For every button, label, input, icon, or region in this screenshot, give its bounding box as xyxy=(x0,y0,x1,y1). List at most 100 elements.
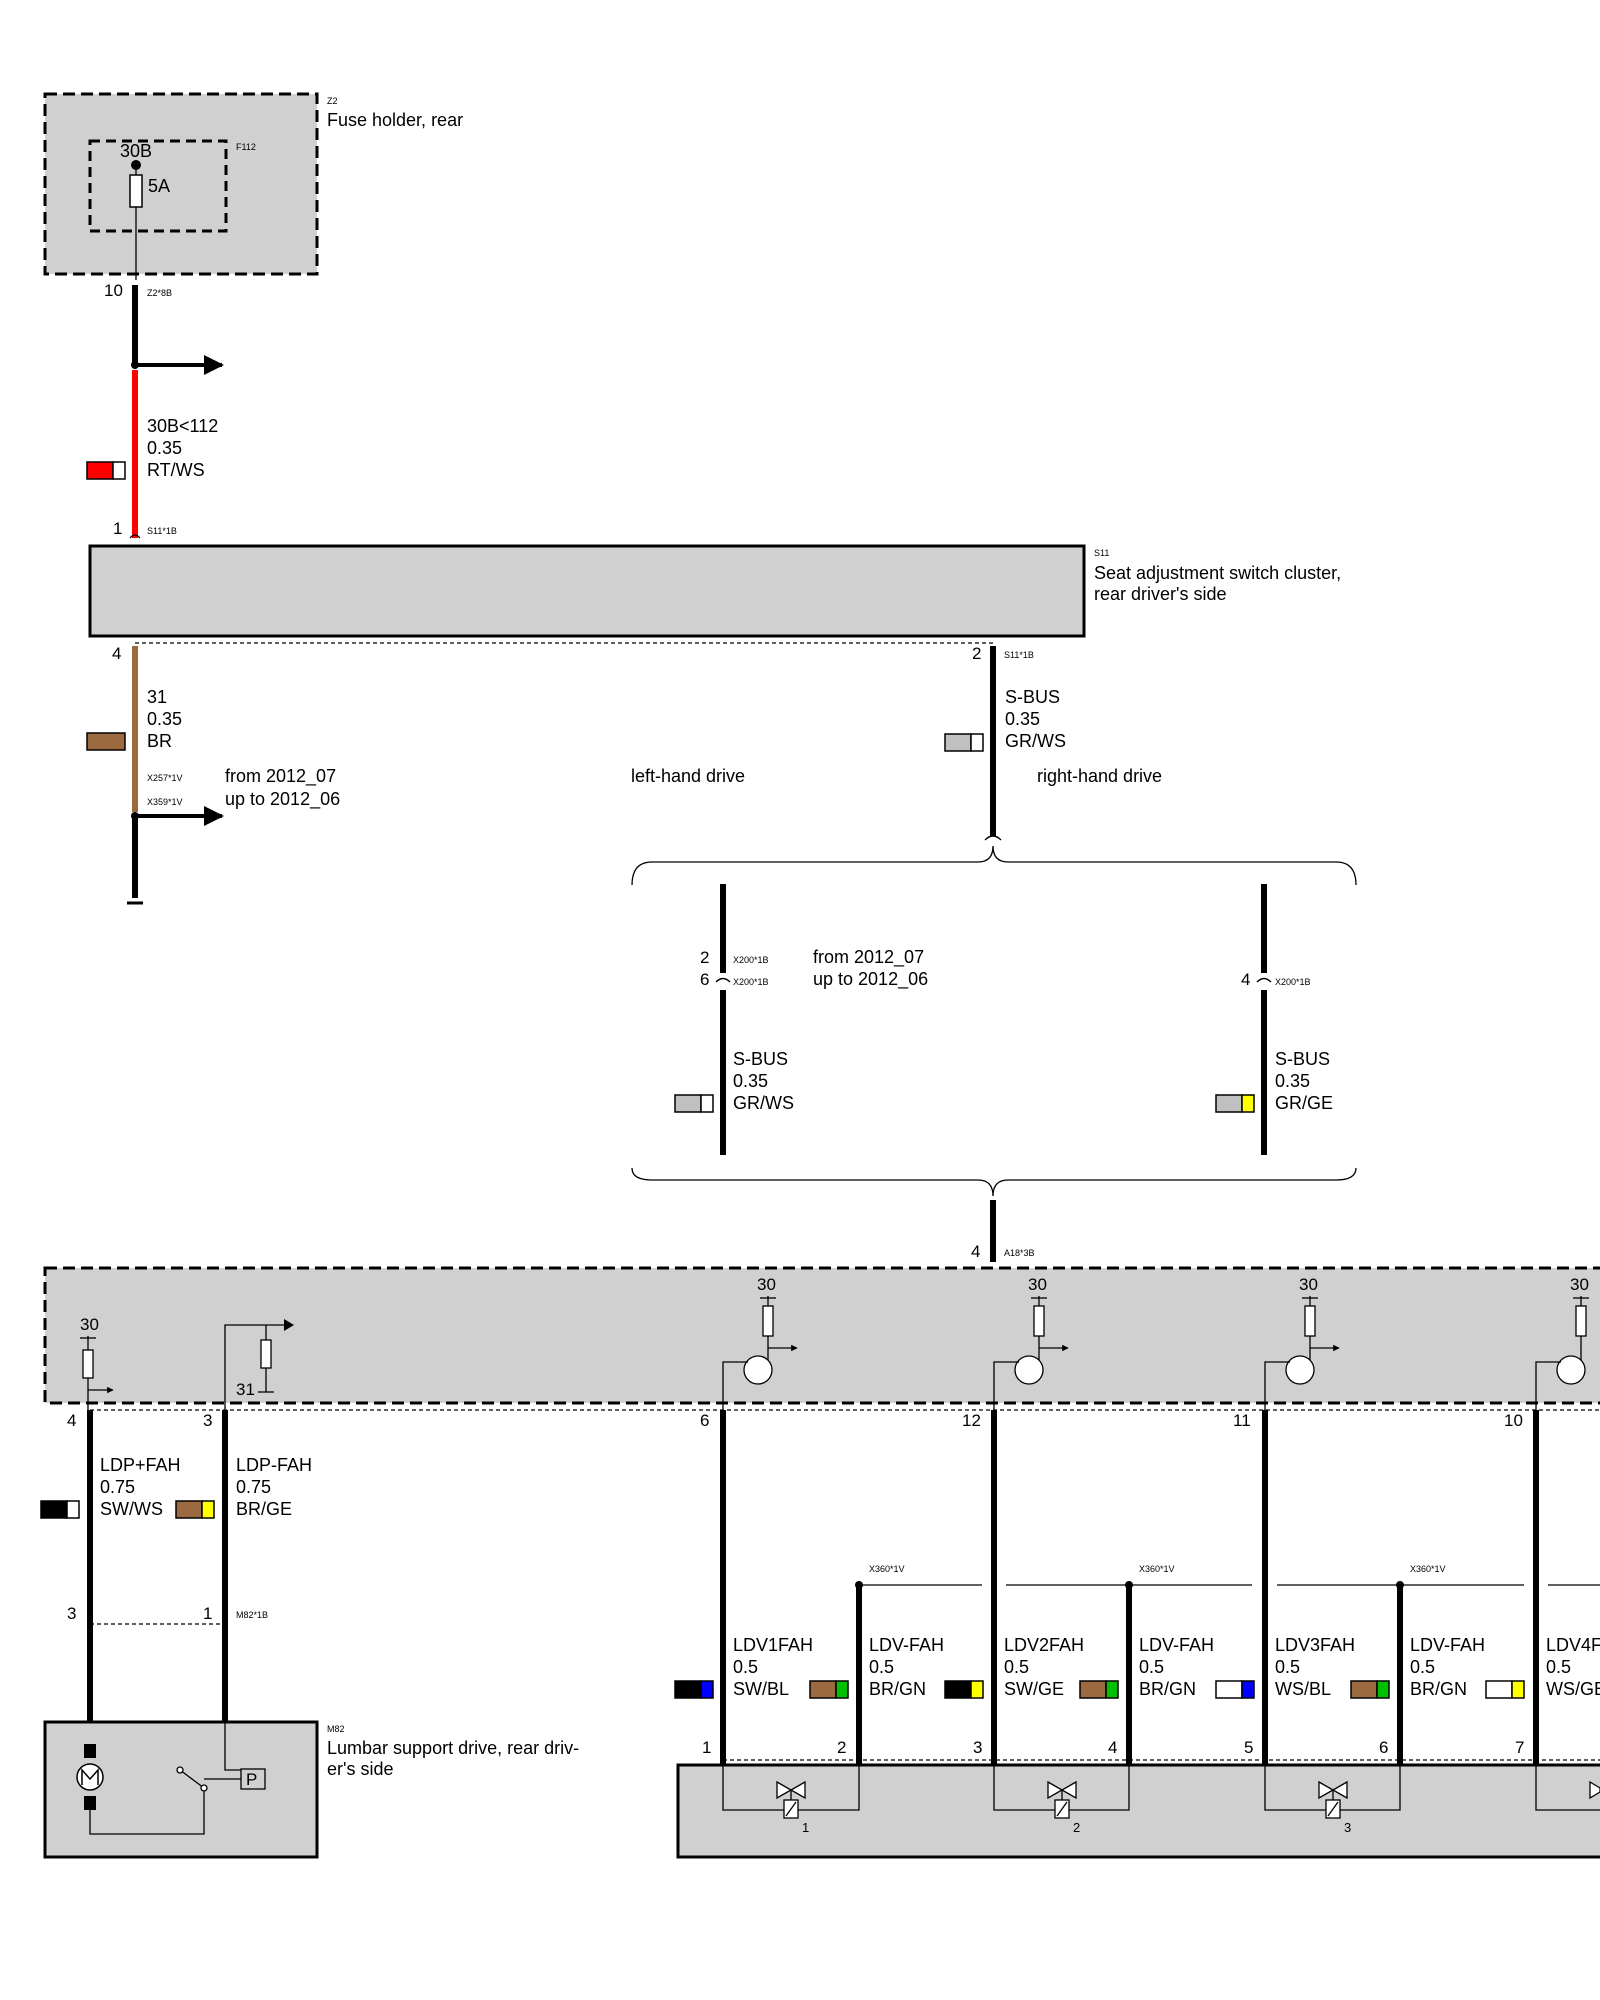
lhd-pin-a: 2 xyxy=(700,948,709,967)
m82-pin-1: 1 xyxy=(203,1604,212,1623)
transistor-icon xyxy=(1285,1355,1315,1385)
valve-pin-4: 4 xyxy=(1108,1738,1117,1757)
s11-name-line2: rear driver's side xyxy=(1094,584,1226,604)
ldp-plus-signal: LDP+FAH xyxy=(100,1455,181,1475)
valve-wire-label-5: LDV3FAH 0.5 WS/BL xyxy=(1215,1635,1355,1699)
lhd-signal: S-BUS xyxy=(733,1049,788,1069)
svg-text:0.5: 0.5 xyxy=(1004,1657,1029,1677)
rhd-pin: 4 xyxy=(1241,970,1250,989)
z2-pin: 10 xyxy=(104,281,123,300)
svg-text:LDV3FAH: LDV3FAH xyxy=(1275,1635,1355,1655)
wire-31-size: 0.35 xyxy=(147,709,182,729)
valve-pin-2: 2 xyxy=(837,1738,846,1757)
wire-31-color: BR xyxy=(147,731,172,751)
wire-31-ref1: X257*1V xyxy=(147,773,183,783)
label-left-hand-drive: left-hand drive xyxy=(631,766,745,786)
valve-block-box xyxy=(676,1763,1600,1859)
wire-30b-color: RT/WS xyxy=(147,460,205,480)
valve-wire-label-6: LDV-FAH 0.5 BR/GN xyxy=(1350,1635,1485,1699)
m82-name-line2: er's side xyxy=(327,1759,393,1779)
f112-fuse-box xyxy=(88,139,228,233)
lhd-pin-b-ref: X200*1B xyxy=(733,977,769,987)
transistor-group-3: 30 xyxy=(1264,1275,1340,1410)
fuse-icon xyxy=(129,165,143,280)
m82-pin-3: 3 xyxy=(67,1604,76,1623)
z2-name: Fuse holder, rear xyxy=(327,110,463,130)
wire-31-date1: from 2012_07 xyxy=(225,766,336,787)
a18-ground-label: 31 xyxy=(236,1380,255,1399)
transistor-group-4: 30 xyxy=(1535,1275,1589,1410)
lhd-color: GR/WS xyxy=(733,1093,794,1113)
resistor-icon xyxy=(80,1336,114,1410)
a18-pin-11: 11 xyxy=(1233,1411,1251,1430)
transistor-group-2: 30 xyxy=(993,1275,1069,1410)
a18-pin-10: 10 xyxy=(1504,1411,1523,1430)
valve-wire-label-7: LDV4FAH 0.5 WS/GE xyxy=(1485,1635,1600,1699)
f112-terminal: 30B xyxy=(120,141,152,161)
wire-30b-signal: 30B<112 xyxy=(147,416,218,436)
valve-pin-3: 3 xyxy=(973,1738,982,1757)
transistor-icon xyxy=(1014,1355,1044,1385)
svg-text:0.5: 0.5 xyxy=(733,1657,758,1677)
svg-text:0.5: 0.5 xyxy=(1410,1657,1435,1677)
rhd-signal: S-BUS xyxy=(1275,1049,1330,1069)
svg-text:30: 30 xyxy=(1570,1275,1589,1294)
wire-31-date2: up to 2012_06 xyxy=(225,789,340,810)
valve-wire-label-1: LDV1FAH 0.5 SW/BL xyxy=(674,1635,813,1699)
color-swatch-br xyxy=(86,732,126,751)
color-swatch-rt-ws xyxy=(86,461,126,480)
z2-pin-ref: Z2*8B xyxy=(147,288,172,298)
valve-wire-label-2: LDV-FAH 0.5 BR/GN xyxy=(809,1635,944,1699)
valve-wire-label-3: LDV2FAH 0.5 SW/GE xyxy=(944,1635,1084,1699)
ldp-minus-color: BR/GE xyxy=(236,1499,292,1519)
svg-text:0.5: 0.5 xyxy=(869,1657,894,1677)
color-swatch-br-ge xyxy=(175,1500,215,1519)
wire-31-signal: 31 xyxy=(147,687,167,707)
s11-pin-2-ref: S11*1B xyxy=(1004,650,1034,660)
a18-supply-label-1: 30 xyxy=(80,1315,99,1334)
transistor-group-1: 30 xyxy=(722,1275,798,1410)
color-swatch-gr-ws xyxy=(944,733,984,752)
wire-sbus-top-signal: S-BUS xyxy=(1005,687,1060,707)
s11-pin-4: 4 xyxy=(112,644,121,663)
m82-pin-ref: M82*1B xyxy=(236,1610,268,1620)
svg-text:30: 30 xyxy=(1299,1275,1318,1294)
m82-name-line1: Lumbar support drive, rear driv- xyxy=(327,1738,579,1758)
svg-text:0.5: 0.5 xyxy=(1546,1657,1571,1677)
brace-top xyxy=(631,845,1357,886)
valve-wire-label-4: LDV-FAH 0.5 BR/GN xyxy=(1079,1635,1214,1699)
pulldown-resistor xyxy=(224,1319,294,1410)
ldp-minus-size: 0.75 xyxy=(236,1477,271,1497)
s11-switch-cluster-box xyxy=(88,544,1086,638)
x360-ref-2: X360*1V xyxy=(1139,1564,1175,1574)
ldp-plus-color: SW/WS xyxy=(100,1499,163,1519)
a18-pin-ref: A18*3B xyxy=(1004,1248,1035,1258)
a18-pin: 4 xyxy=(971,1242,980,1261)
svg-text:LDV-FAH: LDV-FAH xyxy=(1139,1635,1214,1655)
svg-text:BR/GN: BR/GN xyxy=(1410,1679,1467,1699)
svg-text:30: 30 xyxy=(757,1275,776,1294)
a18-pin-6: 6 xyxy=(700,1411,709,1430)
svg-text:BR/GN: BR/GN xyxy=(869,1679,926,1699)
color-swatch-gr-ws-lhd xyxy=(674,1094,714,1113)
m82-code: M82 xyxy=(327,1724,345,1734)
svg-text:LDV1FAH: LDV1FAH xyxy=(733,1635,813,1655)
rhd-size: 0.35 xyxy=(1275,1071,1310,1091)
ldp-plus-size: 0.75 xyxy=(100,1477,135,1497)
transistor-icon xyxy=(743,1355,773,1385)
x360-ref-3: X360*1V xyxy=(1410,1564,1446,1574)
valve-icon: 3 xyxy=(1264,1764,1401,1835)
wire-sbus-top-color: GR/WS xyxy=(1005,731,1066,751)
valve-icon-partial xyxy=(1535,1764,1600,1811)
s11-name-line1: Seat adjustment switch cluster, xyxy=(1094,563,1341,583)
a18-control-unit-box xyxy=(43,1266,1600,1405)
svg-text:WS/BL: WS/BL xyxy=(1275,1679,1331,1699)
svg-text:P: P xyxy=(246,1770,257,1789)
svg-text:SW/BL: SW/BL xyxy=(733,1679,789,1699)
valve-icon: 2 xyxy=(993,1764,1130,1835)
f112-id: F112 xyxy=(236,142,256,152)
ldp-minus-signal: LDP-FAH xyxy=(236,1455,312,1475)
transistor-icon xyxy=(1556,1355,1586,1385)
connector-mark xyxy=(129,534,141,539)
